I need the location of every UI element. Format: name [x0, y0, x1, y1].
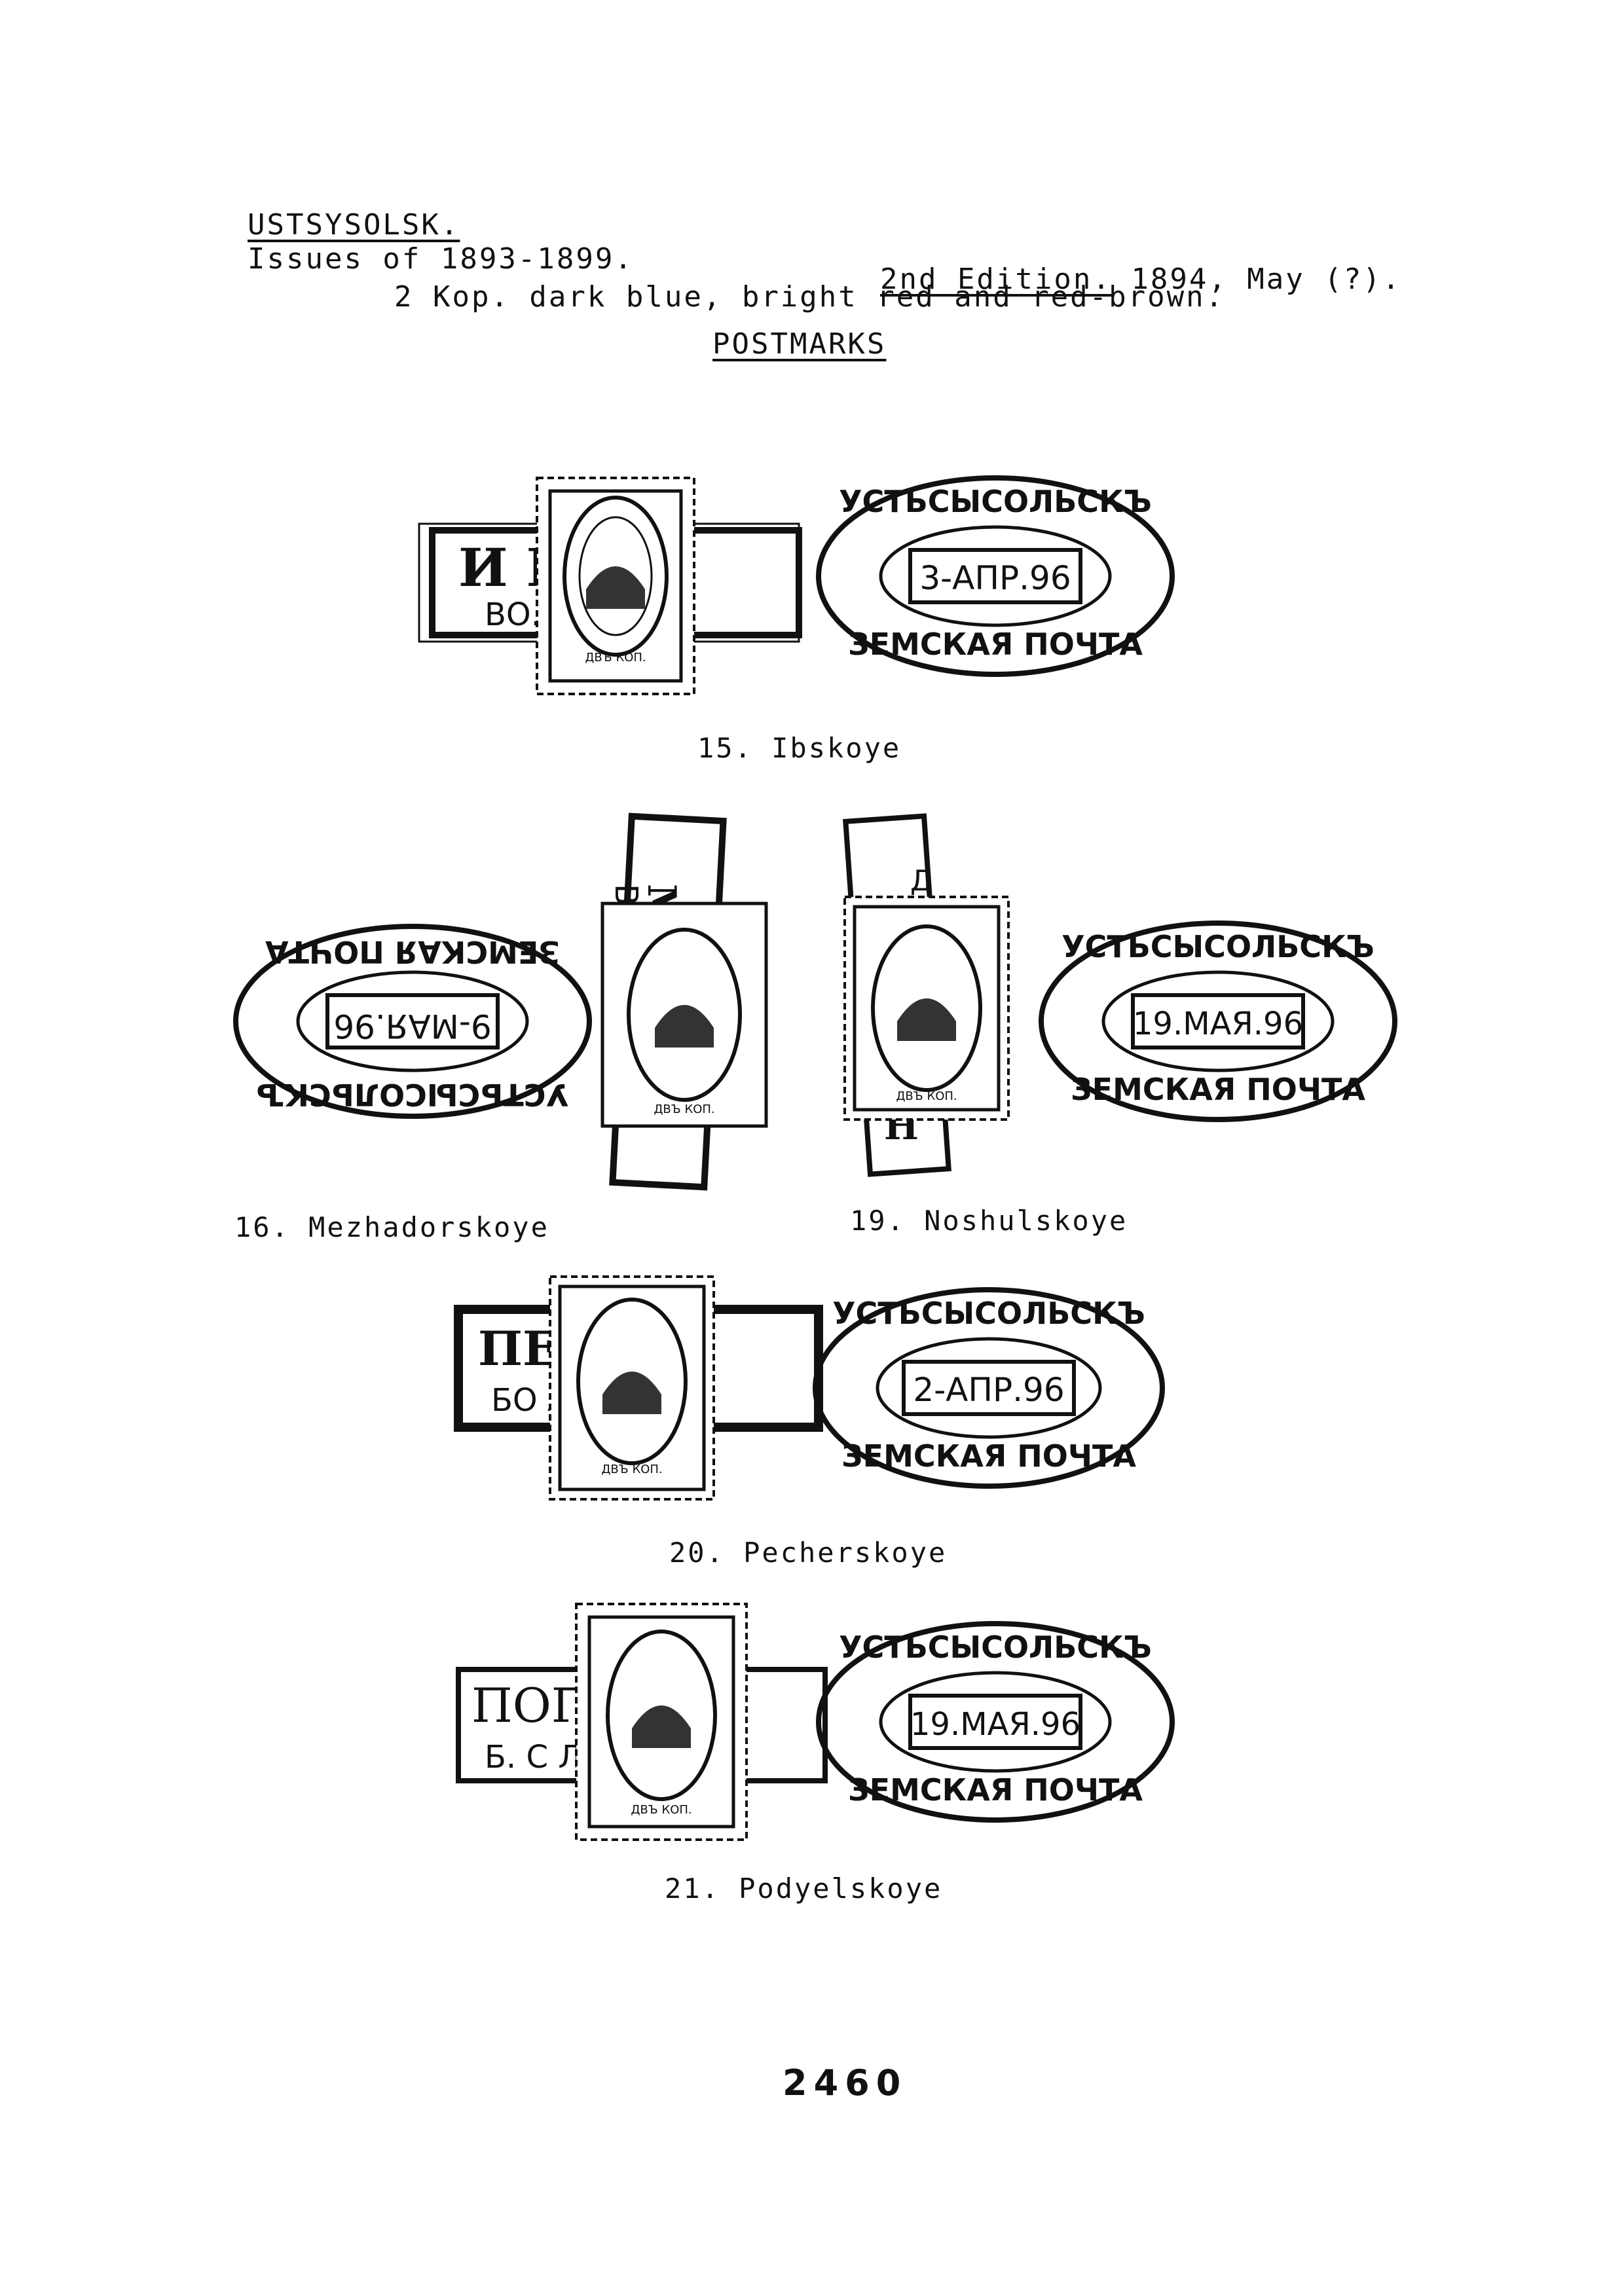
edition-date: 1894, May (?). [1111, 263, 1402, 296]
caption-ibskoye: 15. Ibskoye [697, 732, 902, 764]
postmark-group-mezhadorskoye: МЕ ВО ДВЪ КОП. 9-МАЯ.96 ЗЕМСКАЯ ПОЧТА УС… [233, 812, 768, 1191]
postmark-top-text: УСТЬСЫСОЛЬСКЪ [839, 1630, 1152, 1665]
caption-noshulskoye: 19. Noshulskoye [850, 1205, 1128, 1237]
postmark-group-pecherskoye: ПЕ КОЕ БО АВЛ. ДВЪ КОП. 2-АПР.96 УСТЬСЫС… [454, 1275, 1165, 1501]
postmark-group-noshulskoye: Н Д ДВЪ КОП. 19.МАЯ.96 УСТЬСЫСОЛЬСКЪ ЗЕМ… [843, 813, 1397, 1177]
edition-line: 2nd Edition. 1894, May (?). [841, 229, 1401, 296]
stamp-value-text: ДВЪ КОП. [585, 651, 646, 665]
cancel-box-bottom-text: Д [910, 864, 932, 898]
postmark-date-text: 2-АПР.96 [913, 1371, 1064, 1409]
postmark: 3-АПР.96 УСТЬСЫСОЛЬСКЪ ЗЕМСКАЯ ПОЧТА [816, 475, 1175, 677]
issues-line: Issues of 1893-1899. [248, 242, 634, 276]
postmark-date-text: 19.МАЯ.96 [910, 1706, 1080, 1743]
postmark-bottom-text: УСТЬСЫСОЛЬСКЪ [256, 1077, 569, 1112]
stamp-value-text: ДВЪ КОП. [896, 1089, 957, 1103]
postmark-bottom-text: ЗЕМСКАЯ ПОЧТА [1071, 1072, 1365, 1107]
page-number: 2460 [783, 2062, 908, 2104]
postmark-top-text: ЗЕМСКАЯ ПОЧТА [265, 934, 560, 970]
postmark: 2-АПР.96 УСТЬСЫСОЛЬСКЪ ЗЕМСКАЯ ПОЧТА [813, 1287, 1165, 1489]
stamp-value-text: ДВЪ КОП. [631, 1803, 692, 1817]
postmark-top-text: УСТЬСЫСОЛЬСКЪ [839, 484, 1152, 519]
postmark-date-text: 3-АПР.96 [919, 559, 1071, 597]
postmark-bottom-text: ЗЕМСКАЯ ПОЧТА [841, 1438, 1136, 1474]
postmark-top-text: УСТЬСЫСОЛЬСКЪ [832, 1296, 1145, 1331]
page-heading: USTSYSOLSK. [248, 208, 460, 242]
stamp: ДВЪ КОП. [536, 477, 695, 695]
section-heading: POSTMARKS [712, 327, 887, 361]
caption-pecherskoye: 20. Pecherskoye [669, 1537, 948, 1569]
edition-label: 2nd Edition. [879, 263, 1112, 296]
stamp: ДВЪ КОП. [843, 896, 1010, 1121]
postmark: 19.МАЯ.96 УСТЬСЫСОЛЬСКЪ ЗЕМСКАЯ ПОЧТА [1039, 920, 1397, 1122]
stamp: ДВЪ КОП. [549, 1275, 715, 1501]
description-line: 2 Kop. dark blue, bright red and red-bro… [394, 280, 1225, 314]
postmark-top-text: УСТЬСЫСОЛЬСКЪ [1061, 929, 1375, 964]
postmark-group-podyelskoye: ПОГ Е Б. С Л. ДВЪ КОП. 19.МАЯ.96 УСТЬСЫС… [456, 1603, 1175, 1841]
cancel-box-bottom-text: Б. С Л. [485, 1739, 592, 1776]
stamp-value-text: ДВЪ КОП. [601, 1463, 662, 1476]
stamp-value-text: ДВЪ КОП. [654, 1102, 714, 1116]
stamp: ДВЪ КОП. [575, 1603, 748, 1841]
postmark: 19.МАЯ.96 УСТЬСЫСОЛЬСКЪ ЗЕМСКАЯ ПОЧТА [816, 1621, 1175, 1823]
postmark: 9-МАЯ.96 ЗЕМСКАЯ ПОЧТА УСТЬСЫСОЛЬСКЪ [233, 924, 592, 1119]
stamp: ДВЪ КОП. [600, 902, 768, 1128]
postmark-date-text: 9-МАЯ.96 [333, 1007, 491, 1045]
postmark-date-text: 19.МАЯ.96 [1133, 1006, 1303, 1042]
postmark-bottom-text: ЗЕМСКАЯ ПОЧТА [848, 627, 1143, 662]
postmark-group-ibskoye: И Б Е ВО. ВЛ. ДВЪ КОП. 3-АПР.96 УСТЬСЫСО… [418, 475, 1175, 695]
caption-podyelskoye: 21. Podyelskoye [665, 1872, 943, 1904]
postmark-bottom-text: ЗЕМСКАЯ ПОЧТА [848, 1772, 1143, 1808]
caption-mezhadorskoye: 16. Mezhadorskoye [234, 1211, 549, 1243]
